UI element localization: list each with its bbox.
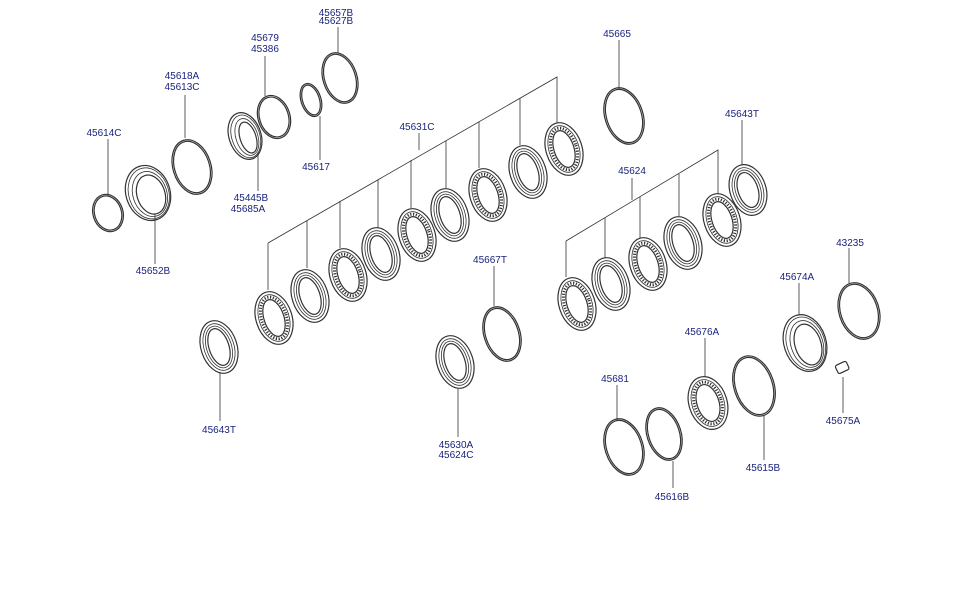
clutch-disc-45624 xyxy=(557,277,597,331)
clutch-plate-45643T-top xyxy=(728,164,768,216)
part-number-label[interactable]: 45675A xyxy=(826,416,861,427)
clutch-disc-45631C xyxy=(468,168,508,222)
piston-45674A xyxy=(782,314,828,372)
spring-retainer-45445B xyxy=(227,112,263,160)
snap-ring-43235 xyxy=(837,282,881,340)
clutch-disc-45631C xyxy=(361,227,401,281)
snap-ring-45667T xyxy=(482,306,522,362)
clutch-plate-45643T-bottom xyxy=(199,320,239,374)
part-number-label[interactable]: 45618A xyxy=(165,71,200,82)
part-number-label[interactable]: 45665 xyxy=(603,29,631,40)
snap-ring-45614C xyxy=(91,193,125,233)
seal-ring-45616B xyxy=(645,407,683,461)
clutch-disc-45631C xyxy=(290,269,330,323)
part-number-label[interactable]: 45627B xyxy=(319,16,354,27)
part-number-label[interactable]: 45624 xyxy=(618,166,646,177)
clutch-disc-45631C xyxy=(430,188,470,242)
clutch-disc-45631C xyxy=(508,145,548,199)
clutch-disc-45624 xyxy=(591,257,631,311)
clutch-disc-45631C xyxy=(397,208,437,262)
seal-ring-45618A xyxy=(171,139,213,195)
retainer-ring-45657B xyxy=(321,52,359,104)
part-number-label[interactable]: 45643T xyxy=(202,425,236,436)
snap-ring-45679 xyxy=(256,94,292,140)
part-number-label[interactable]: 45386 xyxy=(251,44,279,55)
clutch-disc-45624 xyxy=(702,193,742,247)
seal-ring-45615B xyxy=(732,355,776,417)
clutch-disc-45631C xyxy=(254,291,294,345)
piston-45676A xyxy=(687,376,729,430)
part-number-label[interactable]: 45630A xyxy=(439,440,474,451)
seal-ring-45681 xyxy=(603,418,645,476)
leader-line xyxy=(267,76,558,244)
piston-45652B xyxy=(124,164,172,222)
part-number-label[interactable]: 45676A xyxy=(685,327,720,338)
part-number-label[interactable]: 45445B xyxy=(234,193,269,204)
leader-line xyxy=(565,149,719,242)
part-number-label[interactable]: 45617 xyxy=(302,162,330,173)
plug-45675A xyxy=(834,360,850,375)
part-number-label[interactable]: 45685A xyxy=(231,204,266,215)
snap-ring-45617 xyxy=(299,82,323,118)
part-number-label[interactable]: 45681 xyxy=(601,374,629,385)
clutch-disc-45624 xyxy=(628,237,668,291)
snap-ring-45665 xyxy=(603,87,645,145)
part-number-label[interactable]: 45652B xyxy=(136,266,171,277)
part-number-label[interactable]: 45624C xyxy=(438,450,473,461)
part-number-label[interactable]: 45614C xyxy=(86,128,121,139)
part-number-label[interactable]: 45667T xyxy=(473,255,507,266)
clutch-disc-45631C xyxy=(328,248,368,302)
part-number-label[interactable]: 45613C xyxy=(164,82,199,93)
part-number-label[interactable]: 45643T xyxy=(725,109,759,120)
part-number-label[interactable]: 45616B xyxy=(655,492,690,503)
part-number-label[interactable]: 45615B xyxy=(746,463,781,474)
clutch-disc-45624 xyxy=(663,216,703,270)
part-number-label[interactable]: 45674A xyxy=(780,272,815,283)
part-number-label[interactable]: 43235 xyxy=(836,238,864,249)
clutch-plate-45630A xyxy=(435,335,475,389)
part-number-label[interactable]: 45631C xyxy=(399,122,434,133)
part-number-label[interactable]: 45679 xyxy=(251,33,279,44)
part-number-label[interactable]: 45657B xyxy=(319,8,354,19)
